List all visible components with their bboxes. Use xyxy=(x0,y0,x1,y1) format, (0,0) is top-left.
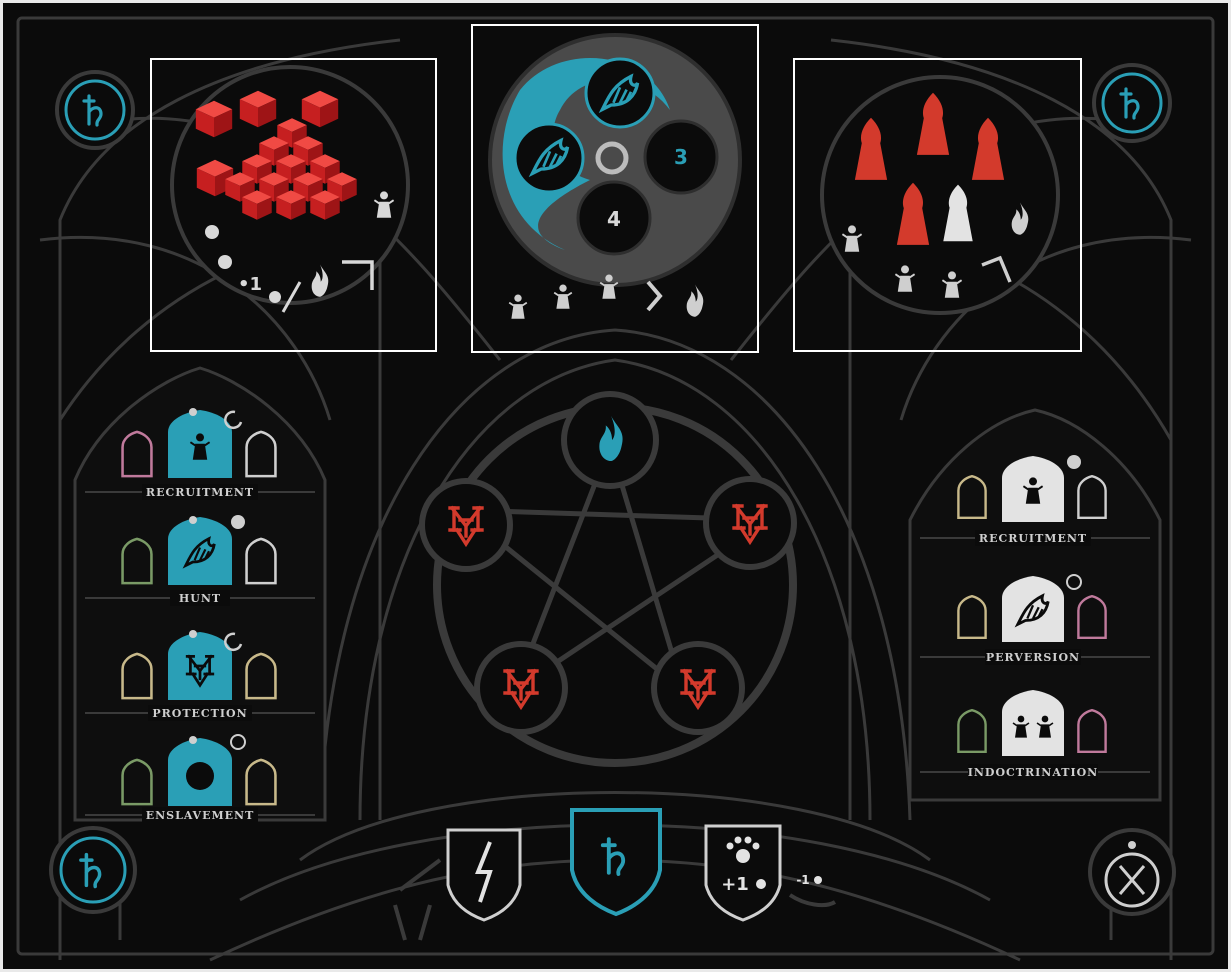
white-action-card xyxy=(1002,576,1064,642)
right-action-panel: RECRUITMENT PERVERSION INDOCTRINATION xyxy=(910,410,1160,800)
section-label: ENSLAVEMENT xyxy=(146,809,255,822)
die-icon xyxy=(218,255,232,269)
pentagram-node-bottom-left[interactable] xyxy=(477,644,565,732)
blue-action-card xyxy=(168,517,232,585)
dial-value-3: 3 xyxy=(674,145,688,169)
cultist-area[interactable] xyxy=(822,77,1058,313)
section-label: RECRUITMENT xyxy=(979,532,1087,545)
corner-medallion-top-right xyxy=(1094,65,1170,141)
corner-medallion-top-left xyxy=(57,72,133,148)
pentagram-node-bottom-right[interactable] xyxy=(654,644,742,732)
dial-value-4: 4 xyxy=(607,207,621,231)
pentagram-node-right[interactable] xyxy=(706,479,794,567)
die-icon xyxy=(205,225,219,239)
section-label: HUNT xyxy=(179,592,221,605)
cost-modifier: •1 xyxy=(238,274,262,295)
corner-medallion-bottom-left xyxy=(51,828,135,912)
corner-medallion-bottom-right xyxy=(1090,830,1174,914)
section-label: PROTECTION xyxy=(152,707,247,720)
side-modifier: -1 xyxy=(796,873,809,887)
section-label: INDOCTRINATION xyxy=(968,766,1099,779)
pentagram-node-top[interactable] xyxy=(564,394,656,486)
pentagram-node-left[interactable] xyxy=(422,481,510,569)
paw-modifier: +1 xyxy=(721,874,749,895)
section-label: PERVERSION xyxy=(986,651,1080,664)
section-label: RECRUITMENT xyxy=(146,486,254,499)
left-action-panel: RECRUITMENT HUNT PROTECTION xyxy=(75,368,325,823)
white-action-card xyxy=(1002,690,1064,756)
shield-lightning[interactable] xyxy=(448,830,520,920)
